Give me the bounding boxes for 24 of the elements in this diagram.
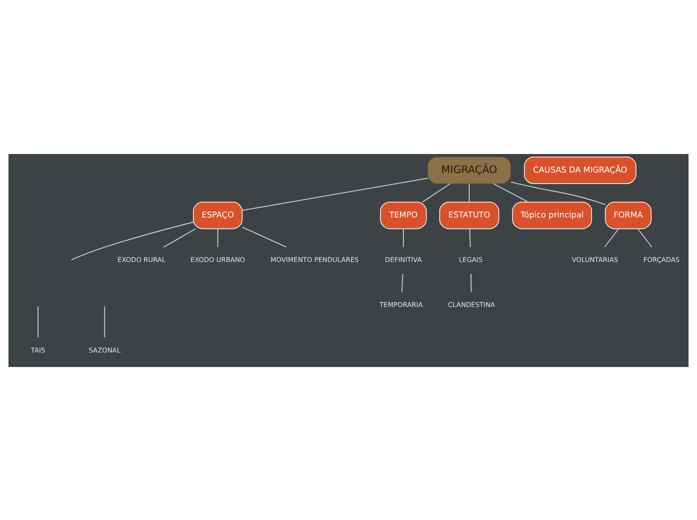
- connector: [469, 228, 471, 247]
- connector: [242, 226, 287, 248]
- connector: [163, 228, 196, 248]
- node-box: FORMA: [604, 201, 652, 229]
- node-box: CAUSAS DA MIGRAÇÃO: [524, 156, 636, 184]
- connector: [104, 305, 106, 338]
- connector: [470, 272, 472, 292]
- connector: [422, 182, 451, 202]
- node-box: ESPAÇO: [193, 201, 243, 229]
- connector: [468, 182, 470, 202]
- node-box: MIGRAÇÃO: [427, 156, 512, 184]
- connector: [492, 182, 529, 202]
- connector: [242, 177, 428, 210]
- connector: [604, 228, 620, 247]
- connector: [402, 228, 404, 247]
- connector: [38, 305, 39, 338]
- connector: [510, 181, 606, 205]
- node-box: Tópico principal: [512, 201, 592, 229]
- connector: [637, 228, 652, 247]
- connector: [401, 272, 404, 292]
- node-box: ESTATUTO: [439, 201, 500, 229]
- connector: [70, 221, 194, 260]
- connector: [217, 228, 218, 247]
- node-box: TEMPO: [380, 201, 427, 229]
